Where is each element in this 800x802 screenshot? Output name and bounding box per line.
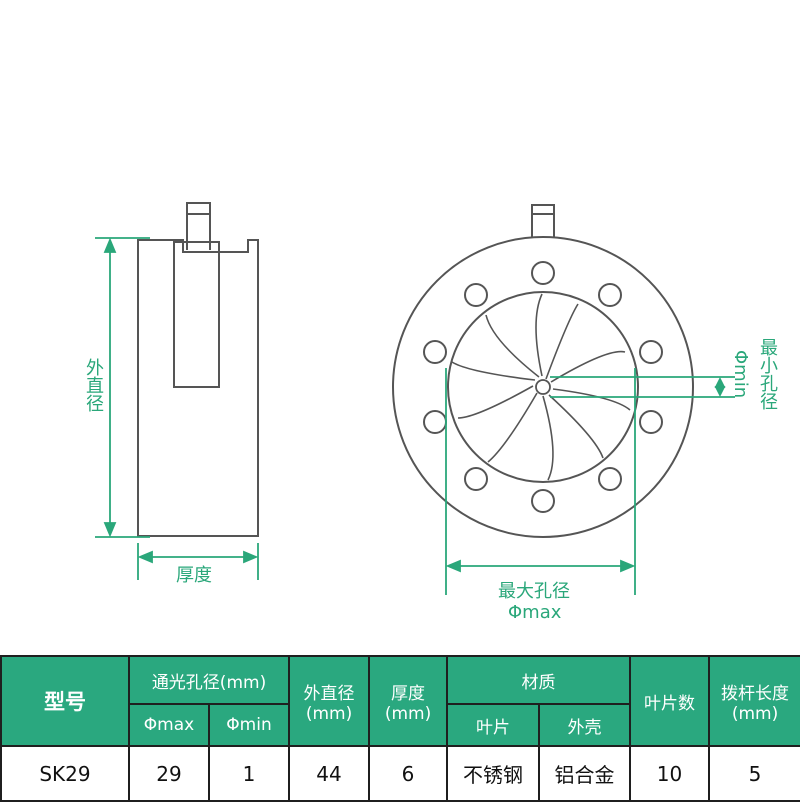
outer-ring bbox=[392, 236, 694, 538]
header-shell: 外壳 bbox=[538, 703, 632, 747]
front-lever-tab bbox=[531, 204, 555, 238]
technical-drawing bbox=[95, 202, 735, 595]
front-view bbox=[392, 204, 694, 538]
side-body-outline bbox=[137, 239, 259, 537]
cell-outer-diameter: 44 bbox=[288, 745, 371, 802]
front-dimensions bbox=[445, 368, 735, 595]
header-model: 型号 bbox=[0, 655, 130, 747]
cell-blade-count: 10 bbox=[629, 745, 711, 802]
side-lever-slot bbox=[173, 241, 220, 388]
thickness-label: 厚度 bbox=[176, 565, 212, 586]
cell-model: SK29 bbox=[0, 745, 130, 802]
cell-phi-max: 29 bbox=[128, 745, 210, 802]
outer-diameter-label: 外直径 bbox=[83, 358, 104, 412]
iris-blades bbox=[451, 293, 631, 481]
header-aperture: 通光孔径(mm) bbox=[127, 655, 291, 705]
min-aperture bbox=[535, 379, 551, 395]
blade-housing bbox=[447, 291, 639, 483]
min-symbol-label: Φmin bbox=[730, 350, 751, 399]
min-aperture-label: 最小孔径 bbox=[757, 338, 778, 410]
side-view bbox=[137, 202, 259, 537]
spec-table: 型号 通光孔径(mm) 外直径 (mm) 厚度 (mm) 材质 叶片数 拨杆长度… bbox=[0, 655, 800, 802]
side-lever-tab bbox=[186, 202, 211, 250]
header-phi-max: Φmax bbox=[128, 703, 210, 747]
header-blade-count: 叶片数 bbox=[629, 655, 711, 747]
cell-phi-min: 1 bbox=[207, 745, 291, 802]
max-symbol-label: Φmax bbox=[508, 602, 562, 623]
cell-shell: 铝合金 bbox=[538, 745, 632, 802]
header-outer-diameter: 外直径 (mm) bbox=[288, 655, 371, 747]
header-lever-length: 拨杆长度 (mm) bbox=[708, 655, 800, 747]
screw-holes bbox=[423, 261, 663, 513]
header-phi-min: Φmin bbox=[207, 703, 291, 747]
header-blade: 叶片 bbox=[446, 703, 541, 747]
side-dimensions bbox=[95, 237, 259, 580]
header-material: 材质 bbox=[446, 655, 632, 705]
header-thickness: 厚度 (mm) bbox=[368, 655, 449, 747]
cell-lever-length: 5 bbox=[708, 745, 800, 802]
cell-thickness: 6 bbox=[368, 745, 449, 802]
max-aperture-label: 最大孔径 bbox=[498, 581, 570, 602]
cell-blade: 不锈钢 bbox=[446, 745, 541, 802]
